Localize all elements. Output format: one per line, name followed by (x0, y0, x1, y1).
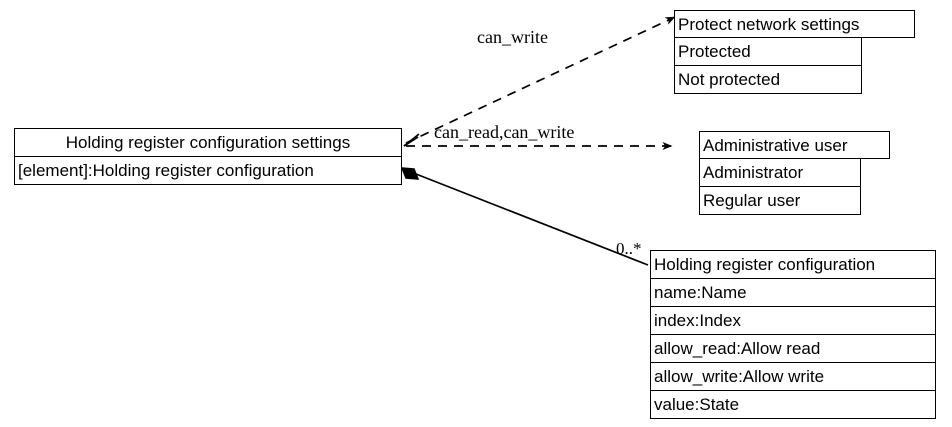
class-attribute-row[interactable]: index:Index (650, 306, 936, 335)
class-attribute-row[interactable]: allow_read:Allow read (650, 334, 936, 363)
class-attribute-row[interactable]: Regular user (699, 186, 861, 215)
class-attribute-row[interactable]: allow_write:Allow write (650, 362, 936, 391)
class-title-holding-register-configuration[interactable]: Holding register configuration (650, 250, 936, 279)
class-attribute-row[interactable]: name:Name (650, 278, 936, 307)
class-attribute-row[interactable]: Not protected (674, 65, 862, 94)
composition-diamond-icon (400, 167, 420, 180)
class-attribute-row[interactable]: value:State (650, 390, 936, 419)
class-attribute-row[interactable]: [element]:Holding register configuration (14, 156, 402, 185)
class-title-protect-network-settings[interactable]: Protect network settings (674, 10, 915, 38)
class-title-administrative-user[interactable]: Administrative user (699, 131, 890, 159)
class-attribute-row[interactable]: Protected (674, 37, 862, 66)
edge-multiplicity-label: 0..* (616, 239, 642, 258)
edge-label-can-read-can-write: can_read,can_write (434, 122, 575, 142)
edge-label-can-write: can_write (477, 27, 548, 47)
class-attribute-row[interactable]: Administrator (699, 158, 861, 187)
edge-composition (400, 167, 649, 266)
class-title-holding-register-configuration-settings[interactable]: Holding register configuration settings (14, 128, 402, 157)
